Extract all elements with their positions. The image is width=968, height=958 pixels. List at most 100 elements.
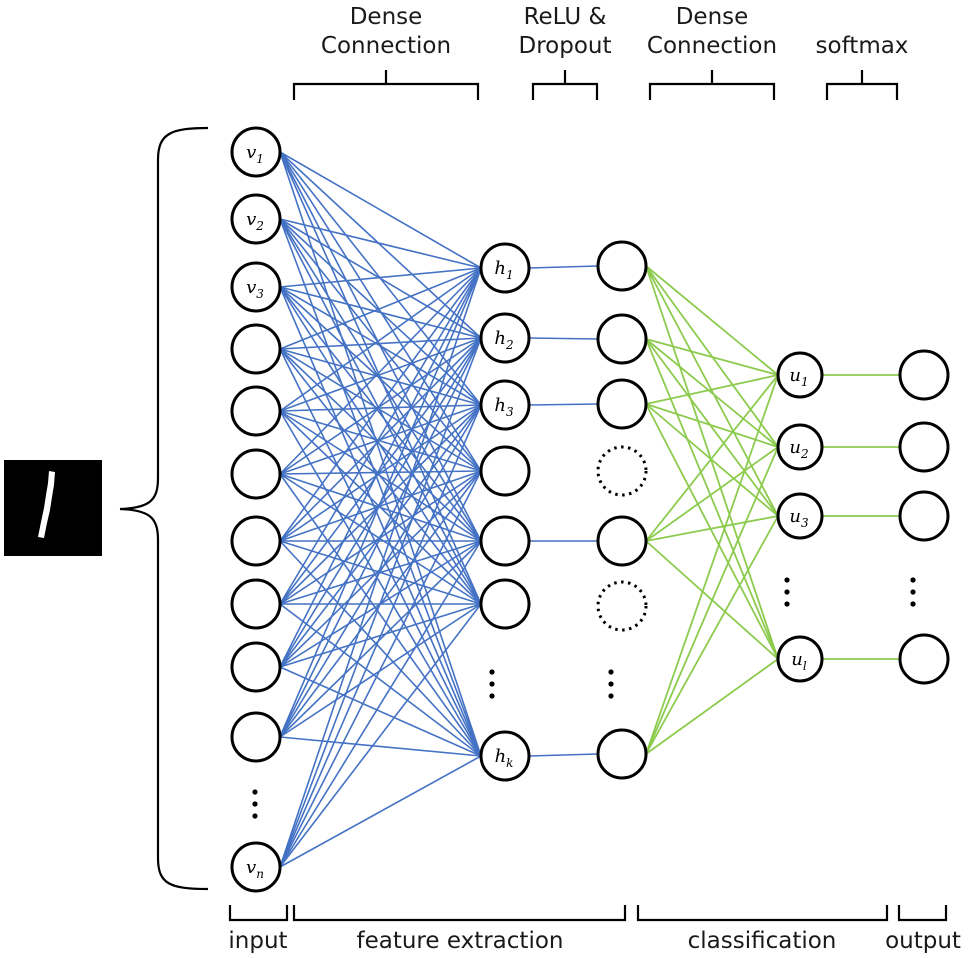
header-brace-dense-1 — [292, 70, 480, 100]
feature-edge — [279, 348, 482, 542]
dense-connection-2-label-line2: Connection — [647, 33, 777, 59]
dropout-node — [596, 728, 648, 780]
hidden-node-label: h3 — [494, 395, 514, 419]
input-node — [230, 578, 282, 630]
relu-edge — [528, 403, 599, 406]
feature-edge — [279, 267, 482, 288]
footer-brace-output — [897, 905, 948, 922]
input-ellipsis — [252, 789, 258, 819]
feature-edge — [279, 337, 482, 868]
input-node — [230, 515, 282, 567]
input-node — [230, 126, 282, 178]
feature-edge — [279, 286, 482, 406]
dropout-node — [596, 313, 648, 365]
classification-edge — [645, 515, 779, 755]
input-node-label: v2 — [246, 209, 264, 233]
header-brace-softmax — [825, 70, 899, 100]
hidden-node — [479, 578, 531, 630]
feature-edge — [279, 603, 482, 757]
feature-edge — [279, 755, 482, 868]
input-node — [230, 261, 282, 313]
output-ellipsis — [910, 577, 916, 607]
input-node — [230, 323, 282, 375]
feature-edge — [279, 337, 482, 605]
classification-edge — [645, 338, 779, 448]
feature-edge — [279, 736, 482, 757]
output-node — [898, 349, 950, 401]
feature-edge — [279, 267, 482, 350]
feature-edge — [279, 348, 482, 406]
dropped-node — [596, 580, 648, 632]
classification-label: classification — [688, 928, 837, 954]
feature-edge — [279, 151, 482, 339]
hidden-ellipsis — [489, 669, 495, 699]
footer-brace-feature — [292, 905, 627, 922]
feature-edge — [279, 410, 482, 757]
relu-edge — [528, 337, 599, 340]
feature-edge — [279, 603, 482, 868]
hidden-node — [479, 242, 531, 294]
feature-edge — [279, 267, 482, 412]
dropout-node — [596, 240, 648, 292]
dropout-ellipsis — [608, 669, 614, 699]
feature-edge — [279, 286, 482, 542]
feature-edge — [279, 267, 482, 868]
hidden-node-label: h2 — [494, 328, 513, 352]
feature-edge — [279, 267, 482, 605]
relu-dropout-edges — [528, 265, 599, 757]
input-node — [230, 641, 282, 693]
relu-dropout-label-line1: ReLU & — [524, 4, 607, 30]
dropped-node — [596, 445, 648, 497]
input-digit-image — [4, 460, 102, 556]
header-brace-dense-2 — [648, 70, 776, 100]
footer-brace-classification — [636, 905, 889, 922]
feature-edge — [279, 470, 482, 868]
feature-edge — [279, 337, 482, 475]
feature-edge — [279, 337, 482, 542]
classification-node-label: u3 — [789, 506, 809, 530]
input-node — [230, 841, 282, 893]
feature-edge — [279, 267, 482, 542]
relu-edge — [528, 753, 599, 757]
feature-edge — [279, 337, 482, 350]
output-label: output — [885, 928, 961, 954]
hidden-node — [479, 515, 531, 567]
output-node — [898, 490, 950, 542]
input-node-label: vn — [246, 857, 264, 881]
hidden-node — [479, 445, 531, 497]
feature-edge — [279, 337, 482, 412]
input-node — [230, 448, 282, 500]
classification-edge — [645, 515, 779, 542]
feature-edge — [279, 337, 482, 738]
classification-edge — [645, 338, 779, 660]
feature-edge — [279, 473, 482, 757]
hidden-node — [479, 379, 531, 431]
header-brace-relu — [531, 70, 599, 100]
output-node — [898, 421, 950, 473]
relu-dropout-label-line2: Dropout — [519, 33, 612, 59]
classification-node-label: ul — [791, 649, 807, 673]
feature-edge — [279, 348, 482, 472]
classification-edge — [645, 265, 779, 376]
input-node — [230, 193, 282, 245]
feature-edge — [279, 218, 482, 472]
hidden-node-label: h1 — [494, 258, 513, 282]
feature-edge — [279, 267, 482, 738]
feature-extraction-edges — [279, 151, 482, 868]
input-label: input — [228, 928, 287, 954]
classification-edge — [645, 338, 779, 517]
hidden-node — [479, 312, 531, 364]
classification-node-label: u2 — [789, 437, 808, 461]
feature-edge — [279, 267, 482, 475]
input-node — [230, 385, 282, 437]
feature-edge — [279, 286, 482, 757]
dense-connection-1-label-line1: Dense — [350, 4, 423, 30]
dense-connection-1-label-line2: Connection — [321, 33, 451, 59]
classification-edge — [645, 403, 779, 660]
classification-edge — [645, 374, 779, 542]
classification-edge — [645, 374, 779, 755]
